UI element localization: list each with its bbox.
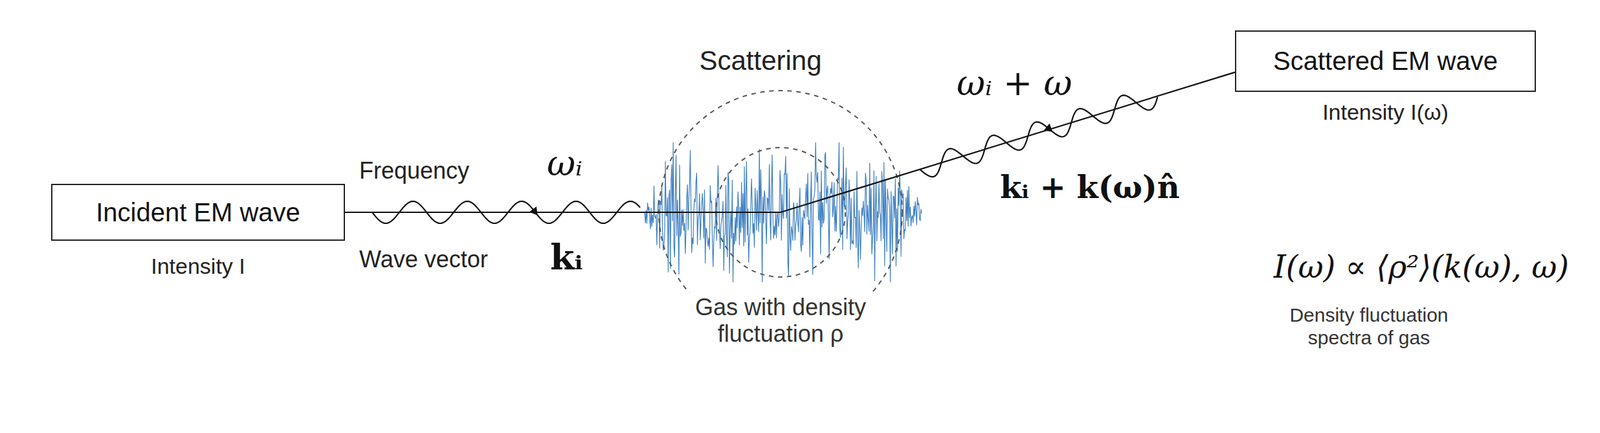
scattering-label: Scattering — [699, 45, 822, 77]
box-label: Incident EM wave — [95, 198, 301, 228]
gas-label: Gas with density fluctuation ρ — [650, 292, 911, 349]
box-label: Scattered EM wave — [1273, 46, 1498, 76]
scattered-wave-vector: kᵢ + k(ω)n̂ — [1000, 169, 1180, 206]
intensity-caption: Intensity I — [150, 253, 246, 279]
intensity-formula: I(ω) ∝ ⟨ρ²⟩(k(ω), ω) — [1273, 249, 1569, 285]
wave-vector-symbol: kᵢ — [550, 236, 583, 278]
beam-path — [344, 72, 1235, 213]
direction-arrowhead — [529, 206, 538, 216]
intensity-caption: Intensity I(ω) — [1322, 99, 1449, 125]
wave-box: Incident EM waveIntensity I — [51, 183, 345, 241]
frequency-label: Frequency — [359, 157, 470, 184]
formula-caption: Density fluctuation spectra of gas — [1258, 304, 1479, 349]
wave-box: Scattered EM waveIntensity I(ω) — [1234, 30, 1536, 92]
frequency-symbol: ωᵢ — [546, 143, 583, 184]
wave-vector-label: Wave vector — [359, 245, 489, 273]
scattered-frequency: ωᵢ + ω — [956, 63, 1073, 104]
